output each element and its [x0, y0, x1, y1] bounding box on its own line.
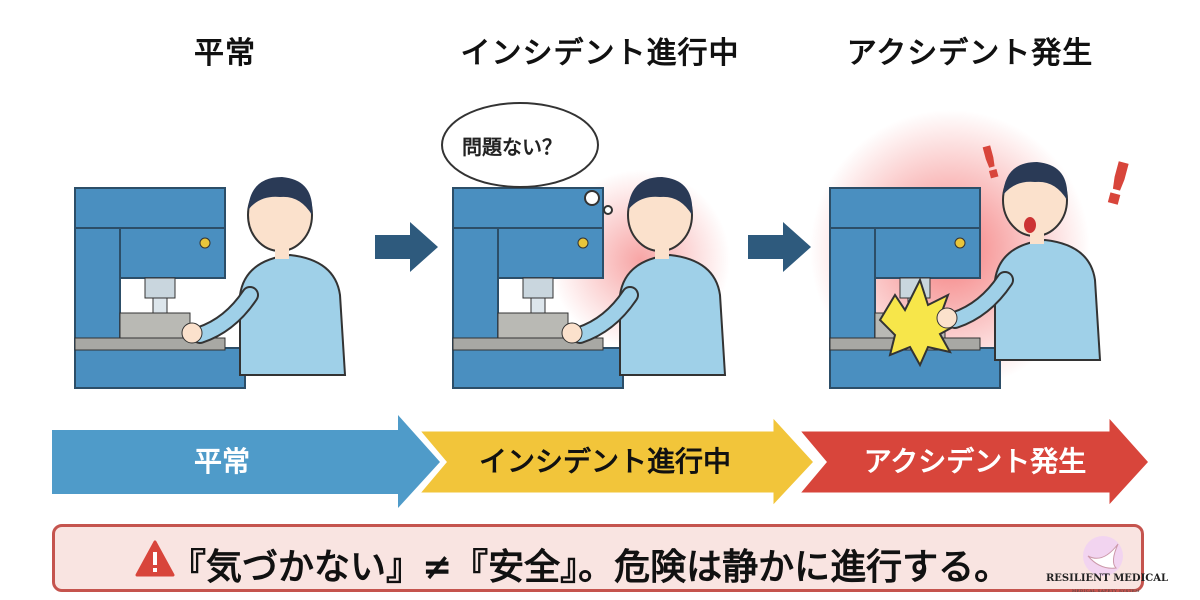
illustration: ! ! — [74, 102, 1140, 390]
exclamation-icon: ! — [1096, 148, 1139, 221]
flow-label-accident: アクシデント発生 — [863, 445, 1087, 478]
thought-bubble — [441, 102, 613, 215]
flow-label-normal: 平常 — [193, 445, 251, 478]
thought-text: 問題ない？ — [462, 135, 562, 159]
machine-normal — [74, 187, 246, 389]
flow-arrow-incident — [414, 411, 818, 510]
warning-message: 『気づかない』≠『安全』。危険は静かに進行する。 — [170, 547, 1011, 588]
flow-arrow-accident — [794, 411, 1153, 510]
logo-name: RESILIENT MEDICAL — [1046, 573, 1169, 584]
stage-title-incident: インシデント進行中 — [460, 36, 740, 71]
warning-message-box — [52, 524, 1144, 592]
logo-dove-icon — [1083, 536, 1123, 576]
stage-title-accident: アクシデント発生 — [846, 36, 1094, 71]
next-arrow-icon — [748, 222, 811, 272]
next-arrow-icon — [375, 222, 438, 272]
logo-subtitle: MEDICAL SAFETY SYSTEM — [1072, 588, 1140, 593]
shocked-mouth — [1024, 217, 1036, 233]
flow-label-incident: インシデント進行中 — [478, 445, 732, 478]
flow-arrow-normal — [52, 415, 440, 508]
stage-title-normal: 平常 — [194, 36, 256, 71]
warning-icon — [135, 540, 175, 577]
stage-flow — [52, 411, 1153, 510]
